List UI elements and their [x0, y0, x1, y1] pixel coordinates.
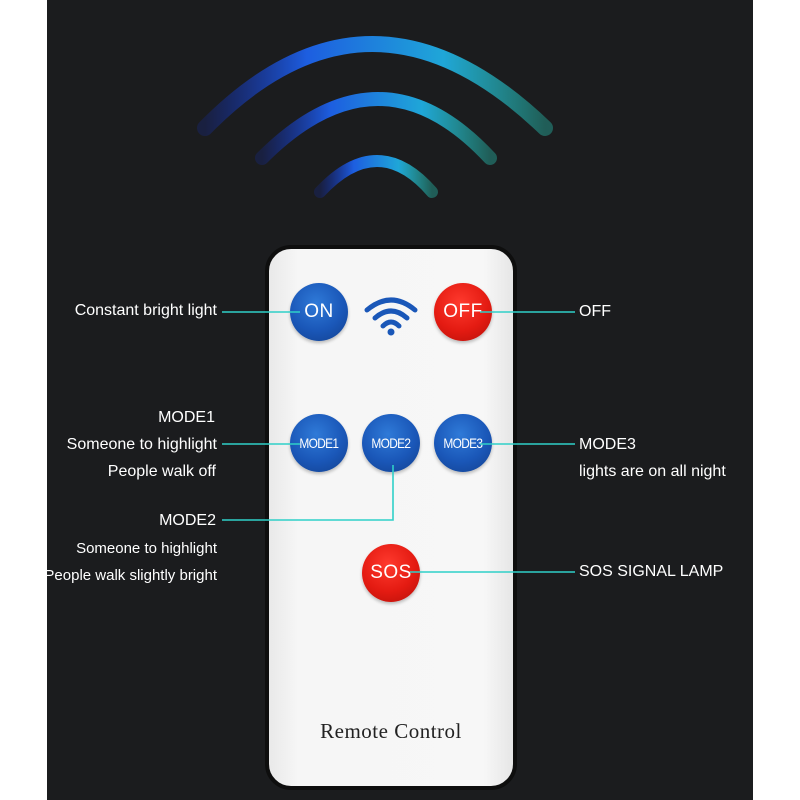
signal-waves-icon	[197, 36, 553, 198]
mode3-title: MODE3	[579, 436, 636, 453]
mode1-title: MODE1	[158, 409, 215, 426]
wifi-icon	[364, 297, 418, 336]
remote-title: Remote Control	[320, 719, 462, 743]
mode1-description-line1: Someone to highlight	[66, 436, 217, 453]
mode3-description: lights are on all night	[579, 463, 726, 480]
mode1-button-label: MODE1	[299, 435, 340, 451]
mode2-description-line1: Someone to highlight	[76, 540, 217, 557]
mode3-button[interactable]: MODE3	[434, 414, 492, 472]
sos-button[interactable]: SOS	[362, 544, 420, 602]
mode1-button[interactable]: MODE1	[290, 414, 348, 472]
on-description: Constant bright light	[74, 302, 217, 319]
off-button[interactable]: OFF	[434, 283, 492, 341]
on-button[interactable]: ON	[290, 283, 348, 341]
mode3-button-label: MODE3	[443, 435, 484, 451]
sos-description: SOS SIGNAL LAMP	[579, 563, 724, 580]
mode2-title: MODE2	[159, 512, 216, 529]
on-button-label: ON	[304, 301, 334, 322]
off-button-label: OFF	[443, 301, 483, 322]
sos-button-label: SOS	[370, 562, 412, 583]
mode2-button[interactable]: MODE2	[362, 414, 420, 472]
off-description: OFF	[579, 303, 611, 320]
mode2-button-label: MODE2	[371, 435, 412, 451]
mode2-description-line2: People walk slightly bright	[44, 567, 217, 584]
mode1-description-line2: People walk off	[107, 463, 216, 480]
